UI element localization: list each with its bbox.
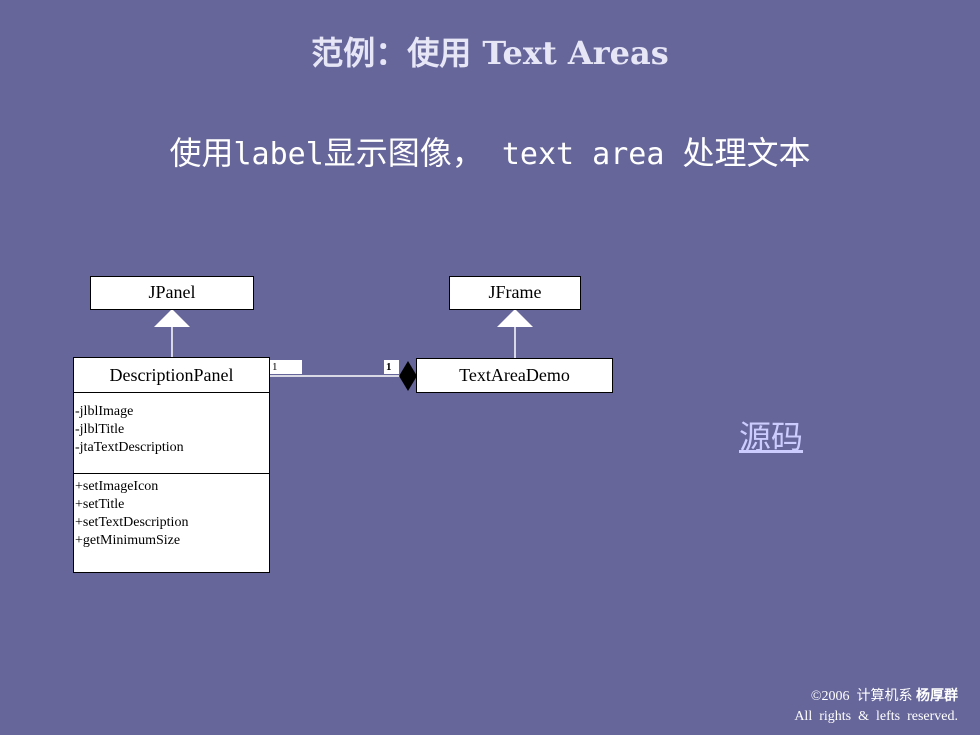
jframe-class-box: JFrame [449,276,581,310]
jframe-class-name: JFrame [488,282,542,302]
description-panel-methods: +setImageIcon +setTitle +setTextDescript… [74,474,269,550]
subtitle-part-2: label [233,137,324,172]
description-panel-class-name: DescriptionPanel [74,358,269,393]
text-area-demo-class-box: TextAreaDemo [416,358,613,393]
footer-author: 杨厚群 [916,688,958,704]
jframe-inheritance-arrow [497,309,533,327]
field-item: -jlblImage [75,404,134,419]
composition-diamond [399,361,417,391]
subtitle-part-3: 显示图像， [323,134,484,172]
method-item: +setImageIcon [75,479,159,494]
method-item: +getMinimumSize [75,533,181,548]
jpanel-class-box: JPanel [90,276,254,310]
footer-rights: All rights & lefts reserved. [794,709,958,724]
method-item: +setTitle [75,497,125,512]
jpanel-inheritance-arrow [154,309,190,327]
field-item: -jtaTextDescription [75,440,184,455]
slide-title: 范例：使用 Text Areas [311,34,669,72]
footer-copyright-line: ©2006 计算机系 杨厚群 [794,686,958,707]
source-code-link[interactable]: 源码 [739,418,804,456]
method-item: +setTextDescription [75,515,189,530]
field-item: -jlblTitle [75,422,125,437]
slide-subtitle: 使用label显示图像， text area 处理文本 [0,128,980,174]
description-panel-class-box: DescriptionPanel -jlblImage -jlblTitle -… [73,357,270,573]
footer: ©2006 计算机系 杨厚群 All rights & lefts reserve… [794,686,958,727]
footer-copyright: ©2006 计算机系 [810,689,916,704]
subtitle-part-1: 使用 [169,134,234,172]
description-panel-fields: -jlblImage -jlblTitle -jtaTextDescriptio… [74,393,269,474]
multiplicity-left: 1 [270,360,302,374]
subtitle-part-4: text area [483,137,683,172]
multiplicity-right: 1 [384,360,399,374]
text-area-demo-class-name: TextAreaDemo [459,365,570,385]
jpanel-class-name: JPanel [148,282,196,302]
subtitle-part-5: 处理文本 [682,134,811,172]
